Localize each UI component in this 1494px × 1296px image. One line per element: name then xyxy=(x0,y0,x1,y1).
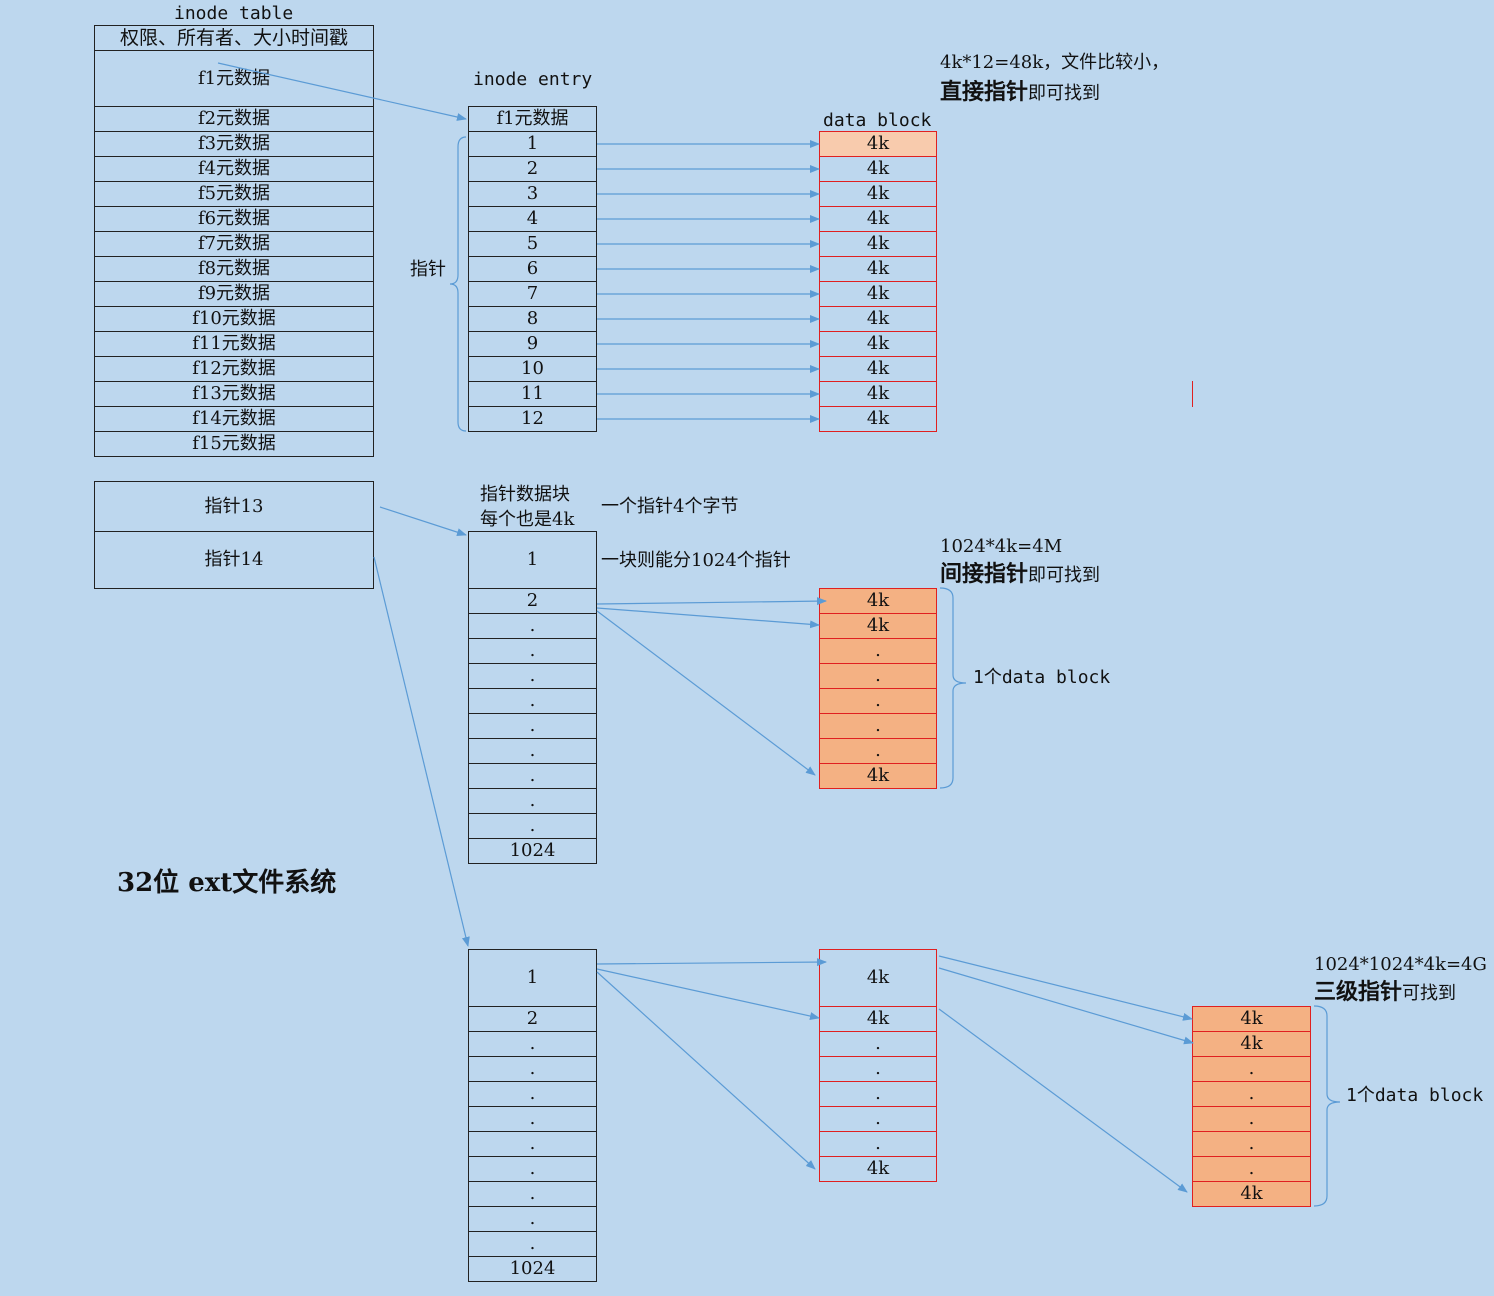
data-block-cell[interactable]: 4k xyxy=(819,763,937,789)
indirect-note-rest: 即可找到 xyxy=(1028,565,1101,586)
diagram-caption: 32位 ext文件系统 xyxy=(117,868,337,898)
direct-note-bold: 直接指针 xyxy=(940,79,1029,105)
indirect-note-bold: 间接指针 xyxy=(940,561,1029,587)
data-block-cell[interactable]: 4k xyxy=(819,131,937,157)
triple-calc: 1024*1024*4k=4G xyxy=(1314,954,1487,975)
pointer-row[interactable]: 1024 xyxy=(468,838,597,864)
indirect-label-line1: 指针数据块 xyxy=(480,484,570,505)
triple-brace-label: 1个data block xyxy=(1346,1085,1484,1106)
data-block-cell[interactable]: 4k xyxy=(819,588,937,614)
data-block-title: data block xyxy=(823,110,932,131)
data-block-cell[interactable]: 4k xyxy=(1192,1181,1311,1207)
pointer-brace-label: 指针 xyxy=(410,259,446,280)
data-block-cell[interactable]: . xyxy=(1192,1056,1311,1082)
inode-table-title: inode table xyxy=(174,3,294,24)
triple-note-bold: 三级指针 xyxy=(1314,979,1403,1005)
indirect-label-line2: 每个也是4k xyxy=(480,509,575,530)
direct-note-calc: 4k*12=48k，文件比较小， xyxy=(940,52,1170,73)
direct-note: 直接指针即可找到 xyxy=(940,80,1100,104)
data-block-cell[interactable]: . xyxy=(1192,1131,1311,1157)
data-block-cell[interactable]: 4k xyxy=(819,1156,937,1182)
indirect-note: 间接指针即可找到 xyxy=(940,562,1100,586)
indirect-brace-label: 1个data block xyxy=(973,667,1111,688)
inode-entry-title: inode entry xyxy=(473,69,593,90)
entry-row[interactable]: 12 xyxy=(468,406,597,432)
data-block-cell[interactable]: . xyxy=(819,663,937,689)
pointer-size-note: 一个指针4个字节 xyxy=(601,496,739,517)
pointer-row[interactable]: 1024 xyxy=(468,1256,597,1282)
data-block-cell[interactable]: . xyxy=(1192,1106,1311,1132)
data-block-cell[interactable]: . xyxy=(819,638,937,664)
pointer-count-note: 一块则能分1024个指针 xyxy=(601,550,791,571)
inode-row[interactable]: f15元数据 xyxy=(94,431,374,457)
data-block-cell[interactable]: 4k xyxy=(1192,1031,1311,1057)
pointer-14-cell[interactable]: 指针14 xyxy=(94,531,374,589)
triple-note-rest: 可找到 xyxy=(1402,983,1457,1004)
indirect-calc: 1024*4k=4M xyxy=(940,536,1063,557)
text-cursor-mark xyxy=(1192,381,1193,407)
triple-note: 三级指针可找到 xyxy=(1314,980,1456,1004)
direct-note-rest: 即可找到 xyxy=(1028,83,1101,104)
